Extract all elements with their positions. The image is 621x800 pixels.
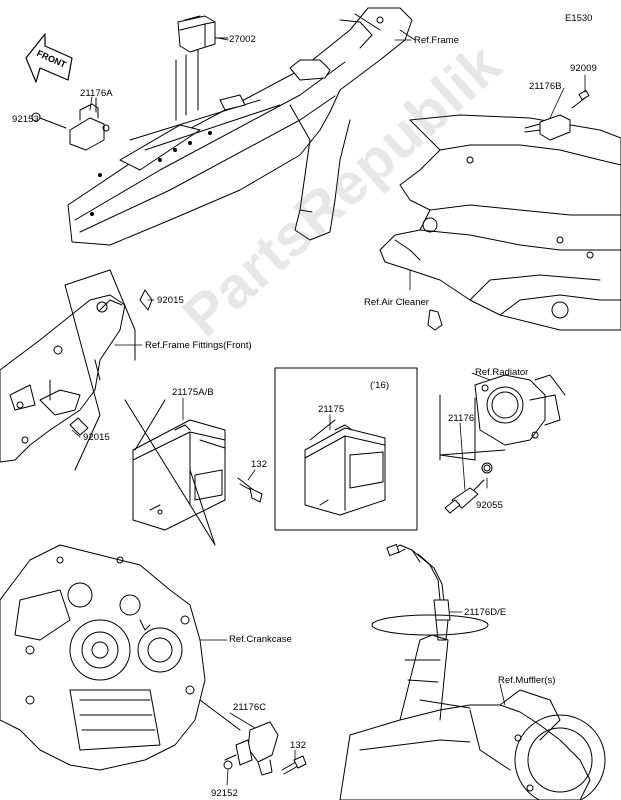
label-92153[interactable]: 92153 [12, 114, 39, 125]
sensor-21176-drawing [444, 462, 493, 514]
air-cleaner-drawing [379, 114, 621, 331]
label-92055[interactable]: 92055 [476, 500, 503, 511]
radiator-drawing [439, 374, 566, 461]
label-21175AB[interactable]: 21175A/B [172, 387, 214, 398]
ref-radiator[interactable]: Ref.Radiator [475, 367, 529, 378]
o2-sensor-drawing [371, 544, 489, 641]
front-arrow-drawing [25, 33, 73, 83]
label-21176[interactable]: 21176 [448, 413, 475, 424]
bolt-132-mid-drawing [237, 477, 263, 503]
muffler-drawing [339, 634, 606, 800]
frame-fittings-drawing [0, 269, 153, 471]
sensor-21176A-drawing [31, 97, 110, 151]
relay-27002-drawing [177, 15, 229, 53]
label-27002[interactable]: 27002 [229, 34, 256, 45]
leader-lines [71, 29, 586, 786]
ref-crankcase[interactable]: Ref.Crankcase [229, 634, 292, 645]
label-92009[interactable]: 92009 [570, 63, 597, 74]
label-21176B[interactable]: 21176B [529, 81, 562, 92]
label-92015-bot[interactable]: 92015 [83, 432, 110, 443]
ref-frame-fittings[interactable]: Ref.Frame Fittings(Front) [145, 340, 252, 351]
label-132-mid[interactable]: 132 [251, 459, 268, 470]
sensor-21176C-drawing [223, 721, 279, 776]
label-132-bot[interactable]: 132 [290, 740, 307, 751]
label-21176A[interactable]: 21176A [80, 88, 113, 99]
ecu-21175AB-drawing [124, 399, 226, 546]
label-21176DE[interactable]: 21176D/E [464, 607, 507, 618]
frame-drawing [67, 7, 413, 246]
label-92152[interactable]: 92152 [211, 788, 238, 799]
ref-muffler[interactable]: Ref.Muffler(s) [498, 675, 556, 686]
callout-year: ('16) [370, 380, 390, 391]
sensor-21176B-drawing [524, 89, 590, 141]
ref-air-cleaner[interactable]: Ref.Air Cleaner [364, 297, 429, 308]
diagram-code: E1530 [565, 13, 593, 24]
label-21176C[interactable]: 21176C [233, 702, 267, 713]
label-92015-top[interactable]: 92015 [157, 295, 184, 306]
ecu-21175-drawing [304, 419, 386, 516]
ref-frame[interactable]: Ref.Frame [414, 35, 459, 46]
crankcase-drawing [0, 544, 241, 771]
bolt-132-bot-drawing [281, 755, 307, 775]
label-21175[interactable]: 21175 [318, 404, 345, 415]
